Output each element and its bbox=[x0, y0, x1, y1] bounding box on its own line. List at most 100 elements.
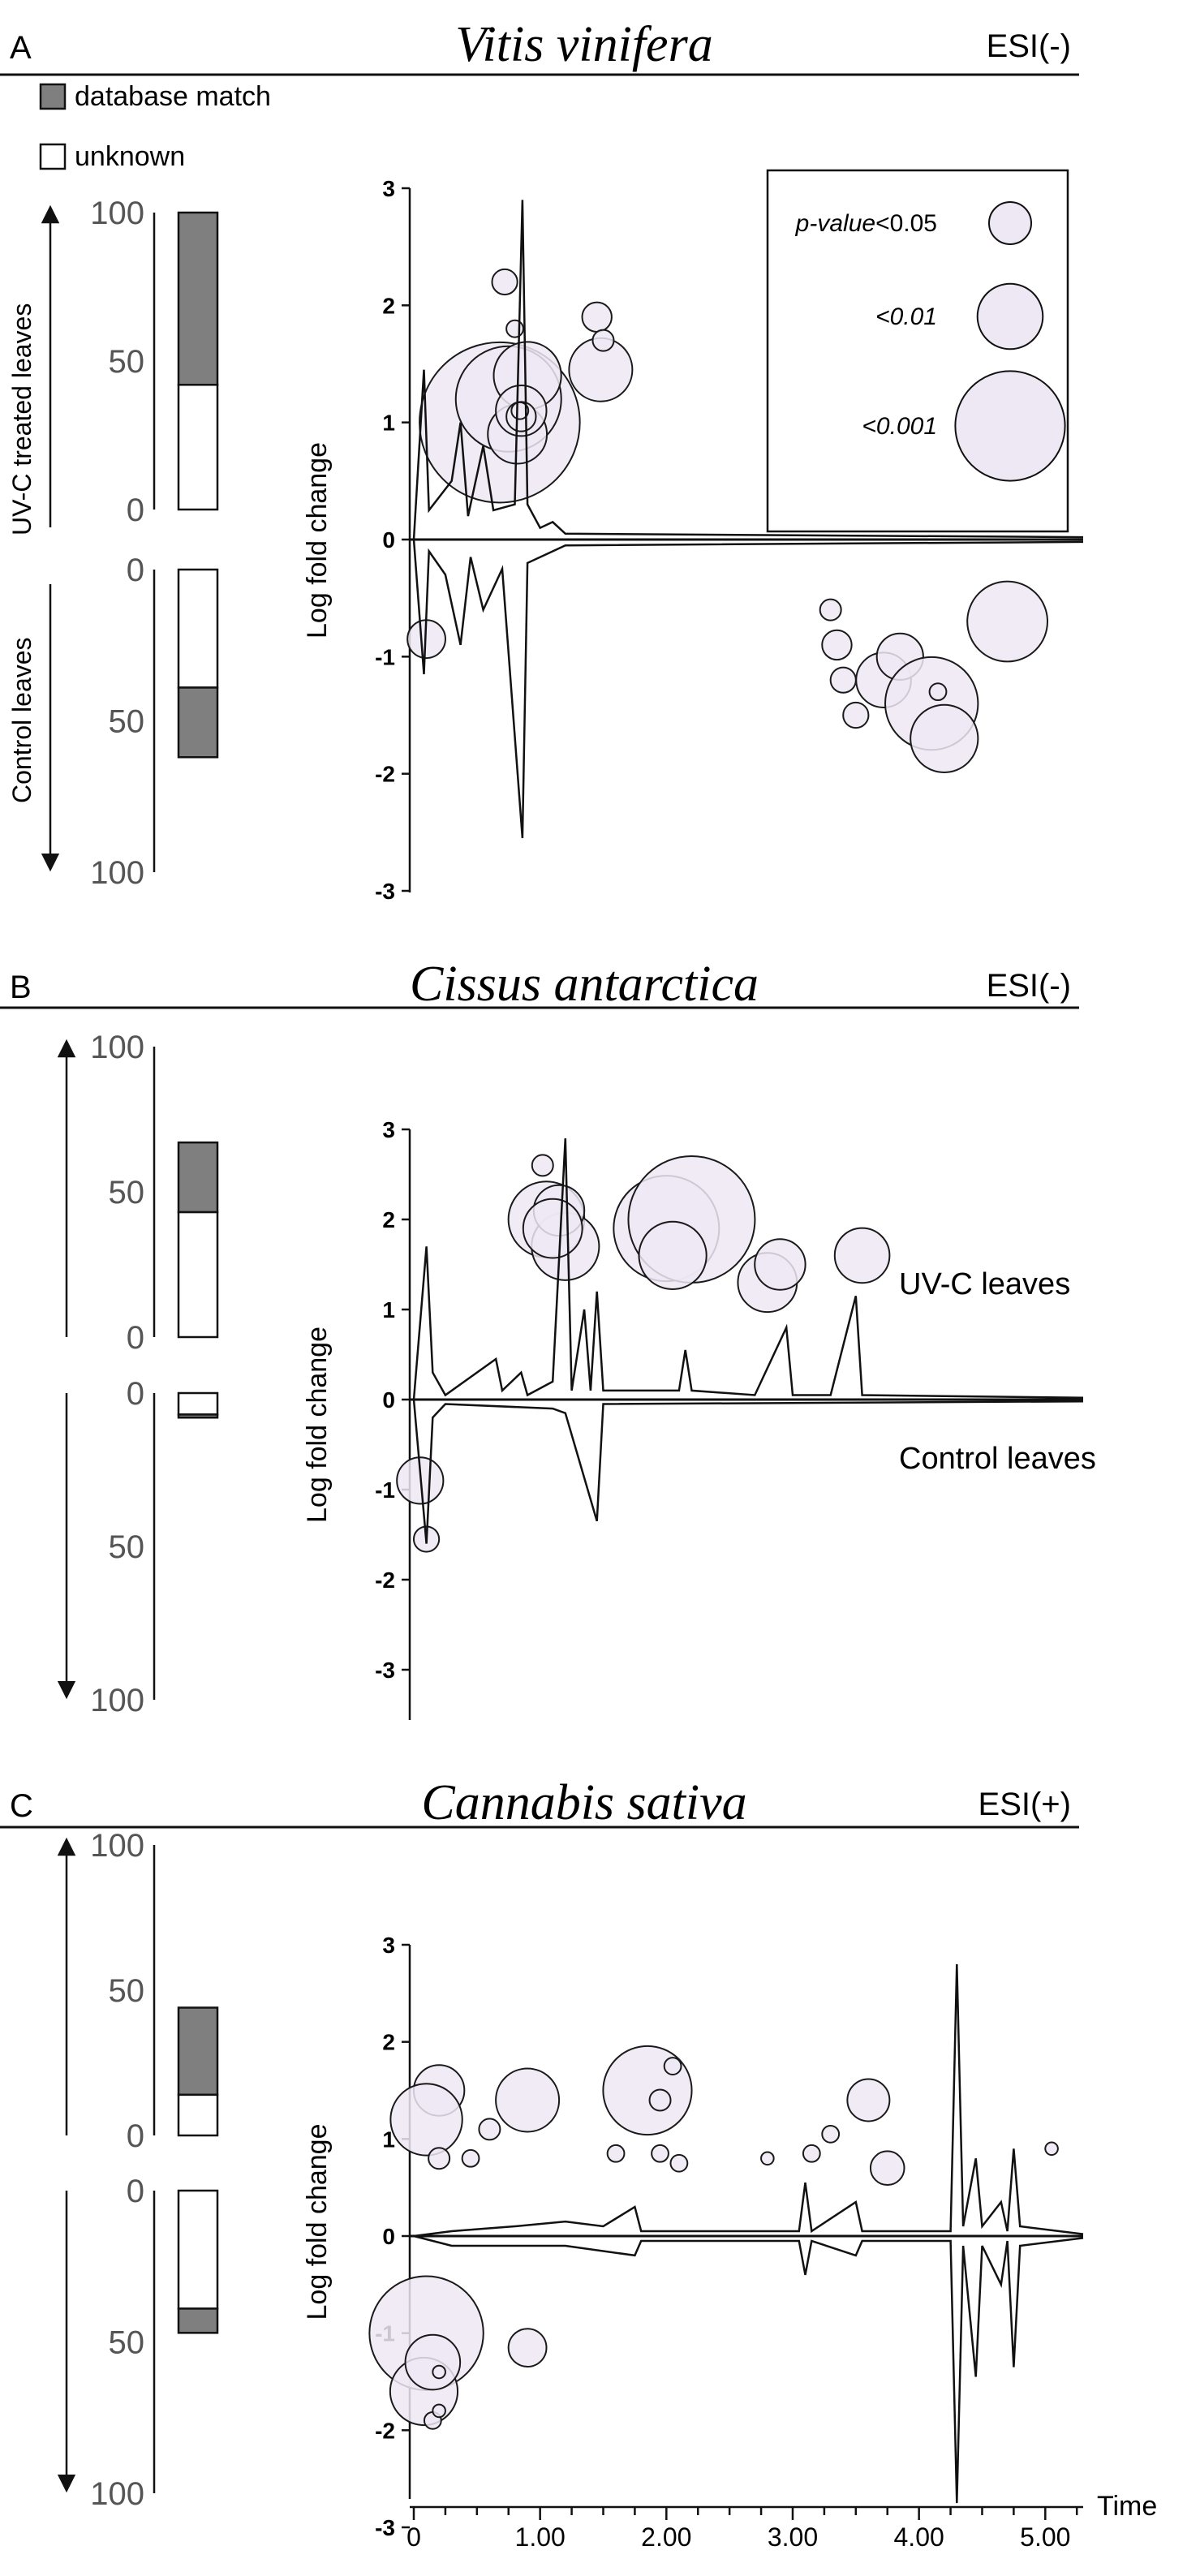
bar-tick-label-down: 0 bbox=[127, 553, 144, 588]
bubble bbox=[846, 2078, 891, 2122]
bar-up-unknown bbox=[177, 1211, 219, 1339]
trace-down bbox=[412, 1399, 1084, 1544]
y-tick-label: 1 bbox=[382, 2127, 395, 2152]
y-tick-label: 3 bbox=[382, 176, 395, 201]
bubble bbox=[819, 598, 842, 621]
bubble bbox=[928, 682, 948, 702]
legend-label-unknown: unknown bbox=[75, 141, 185, 172]
bubble bbox=[510, 401, 530, 420]
y-tick-label: 1 bbox=[382, 1297, 395, 1322]
bar-tick-label-up: 0 bbox=[127, 2118, 144, 2154]
bar-tick-label-down: 0 bbox=[127, 1376, 144, 1412]
time-tick-label: 5.00 bbox=[1020, 2522, 1070, 2552]
bubble bbox=[648, 2088, 672, 2112]
esi-mode-label: ESI(+) bbox=[978, 1787, 1071, 1822]
bubble bbox=[663, 2057, 682, 2075]
bubble bbox=[522, 1198, 583, 1259]
bubble bbox=[638, 1220, 708, 1291]
esi-mode-label: ESI(-) bbox=[987, 968, 1071, 1004]
trace-down bbox=[412, 539, 1084, 839]
bubble bbox=[507, 2328, 548, 2368]
bar-up-unknown bbox=[177, 2093, 219, 2137]
y-tick-label: 3 bbox=[382, 1117, 395, 1142]
bubble bbox=[505, 319, 524, 338]
y-tick-label: -3 bbox=[375, 2515, 395, 2540]
bar-tick-label-down: 100 bbox=[90, 855, 144, 891]
legend-swatch-database-match bbox=[39, 83, 67, 110]
bar-tick-label-up: 50 bbox=[109, 1175, 145, 1211]
pvalue-label: p-value<0.05 bbox=[795, 210, 937, 237]
bubble bbox=[651, 2144, 669, 2163]
bubble bbox=[802, 2144, 821, 2163]
bar-tick-label-up: 100 bbox=[90, 1030, 144, 1065]
bar-tick-label-up: 100 bbox=[90, 1828, 144, 1864]
bar-tick-label-up: 50 bbox=[109, 1973, 145, 2009]
bubble bbox=[495, 2067, 561, 2133]
y-tick-label: 0 bbox=[382, 2224, 395, 2249]
trace-down bbox=[413, 2234, 1084, 2504]
y-tick-label: -2 bbox=[375, 762, 395, 787]
y-axis-label: Log fold change bbox=[302, 442, 333, 639]
y-tick-label: 2 bbox=[382, 1207, 395, 1232]
time-tick-label: 4.00 bbox=[894, 2522, 944, 2552]
pvalue-legend-circle bbox=[976, 282, 1044, 350]
bar-down-unknown bbox=[177, 568, 219, 689]
bubble bbox=[821, 629, 853, 661]
bar-up-database-match bbox=[177, 1141, 219, 1214]
bar-tick-label-down: 50 bbox=[109, 2325, 145, 2361]
time-axis-label: Time bbox=[1097, 2491, 1157, 2522]
y-tick-label: -3 bbox=[375, 879, 395, 904]
time-tick-label: 0 bbox=[406, 2522, 421, 2552]
trace-up bbox=[413, 1963, 1084, 2238]
bubble bbox=[821, 2124, 841, 2144]
legend-swatch-unknown bbox=[39, 143, 67, 170]
bar-down-database-match bbox=[177, 686, 219, 759]
bar-tick-label-down: 50 bbox=[109, 1529, 145, 1565]
pvalue-threshold: <0.05 bbox=[875, 210, 937, 237]
bar-up-database-match bbox=[177, 2006, 219, 2096]
panel-letter: C bbox=[10, 1788, 33, 1824]
bar-down-database-match bbox=[177, 2307, 219, 2334]
y-tick-label: 3 bbox=[382, 1933, 395, 1958]
bubble bbox=[966, 580, 1049, 663]
bubble bbox=[491, 268, 518, 296]
panel-title: Vitis vinifera bbox=[455, 17, 712, 72]
bubble bbox=[404, 2333, 462, 2391]
bar-tick-label-down: 100 bbox=[90, 2476, 144, 2512]
bar-up-database-match bbox=[177, 211, 219, 386]
pvalue-legend: p-value<0.05<0.01<0.001 bbox=[766, 169, 1069, 533]
series-label-down: Control leaves bbox=[899, 1442, 1096, 1476]
bubble bbox=[432, 2364, 446, 2380]
y-tick-label: 0 bbox=[382, 527, 395, 553]
bar-up-unknown bbox=[177, 384, 219, 511]
bar-tick-label-up: 0 bbox=[127, 492, 144, 528]
bar-down-unknown bbox=[177, 1391, 219, 1416]
pvalue-legend-circle bbox=[954, 370, 1066, 482]
bubble bbox=[910, 703, 979, 773]
y-tick-label: -3 bbox=[375, 1658, 395, 1683]
panel-title: Cannabis sativa bbox=[421, 1775, 746, 1830]
bar-tick-label-up: 50 bbox=[109, 344, 145, 380]
bubble bbox=[591, 329, 615, 352]
y-tick-label: -2 bbox=[375, 1568, 395, 1593]
bubble bbox=[606, 2144, 626, 2163]
y-tick-label: 1 bbox=[382, 411, 395, 436]
bubble bbox=[669, 2153, 689, 2173]
y-tick-label: 2 bbox=[382, 2030, 395, 2055]
time-tick-label: 2.00 bbox=[641, 2522, 691, 2552]
bubble bbox=[428, 2147, 451, 2170]
bubble bbox=[461, 2148, 480, 2168]
y-axis-label: Log fold change bbox=[302, 2124, 333, 2320]
bar-tick-label-down: 100 bbox=[90, 1683, 144, 1718]
trace-up bbox=[412, 1138, 1084, 1400]
bubble bbox=[1044, 2141, 1059, 2157]
y-axis-label: Log fold change bbox=[302, 1327, 333, 1523]
side-label-control: Control leaves bbox=[7, 637, 37, 803]
bar-down-unknown bbox=[177, 2189, 219, 2310]
bar-tick-label-down: 0 bbox=[127, 2174, 144, 2209]
